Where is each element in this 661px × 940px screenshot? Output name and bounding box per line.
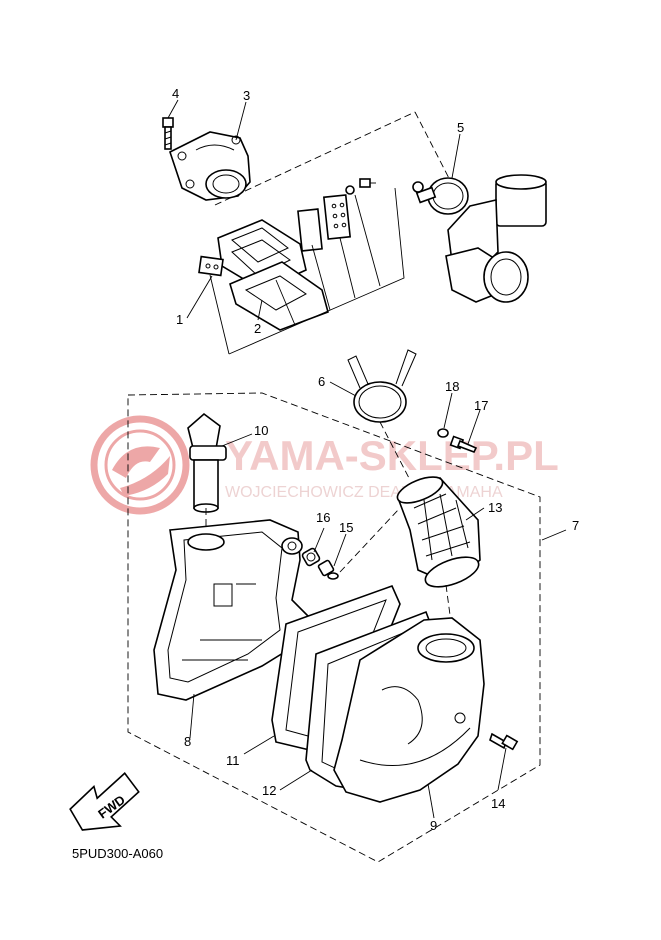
part-6-wire-clamp — [347, 349, 417, 423]
part-5-clamp — [412, 177, 469, 215]
callout-10: 10 — [254, 423, 268, 438]
upper-dash-frame — [214, 111, 456, 206]
carburettor — [445, 174, 547, 303]
part-15-collar — [317, 559, 339, 580]
diagram-code: 5PUD300-A060 — [72, 846, 163, 861]
part-14-screw — [489, 732, 519, 751]
callout-11: 11 — [226, 753, 240, 768]
part-13-joint — [396, 476, 481, 588]
part-18-washer — [437, 428, 449, 438]
part-2-gasket — [229, 261, 329, 331]
lower-dash-frame — [127, 392, 541, 863]
callout-9: 9 — [430, 818, 437, 833]
callout-1: 1 — [176, 312, 183, 327]
watermark-subtitle: WOJCIECHOWICZ DEALER YAMAHA — [225, 484, 503, 501]
watermark: YAMA-SKLEP.PL WOJCIECHOWICZ DEALER YAMAH… — [90, 415, 559, 515]
callout-3: 3 — [243, 88, 250, 103]
part-16-grommet — [301, 547, 321, 567]
part-3-manifold — [169, 131, 251, 201]
part-9-cover — [333, 617, 485, 803]
callout-4: 4 — [172, 86, 179, 101]
callout-6: 6 — [318, 374, 325, 389]
part-10-elbow-tube — [187, 412, 227, 513]
callout-labels: 4 3 5 1 2 6 18 17 10 13 7 16 15 8 11 12 … — [172, 86, 579, 833]
callout-17: 17 — [474, 398, 488, 413]
reed-group-leaders — [209, 187, 405, 355]
callout-18: 18 — [445, 379, 459, 394]
watermark-title: YAMA-SKLEP.PL — [225, 432, 559, 479]
callout-5: 5 — [457, 120, 464, 135]
callout-16: 16 — [316, 510, 330, 525]
part-17-screw — [449, 435, 478, 454]
reed-plates — [297, 178, 376, 252]
callout-7: 7 — [572, 518, 579, 533]
watermark-logo — [90, 415, 190, 515]
callout-2: 2 — [254, 321, 261, 336]
callout-8: 8 — [184, 734, 191, 749]
callout-15: 15 — [339, 520, 353, 535]
callout-leaders — [167, 99, 567, 819]
callout-13: 13 — [488, 500, 502, 515]
callout-14: 14 — [491, 796, 505, 811]
part-4-bolt — [162, 117, 174, 150]
callout-12: 12 — [262, 783, 276, 798]
fwd-arrow: FWD — [69, 772, 140, 831]
